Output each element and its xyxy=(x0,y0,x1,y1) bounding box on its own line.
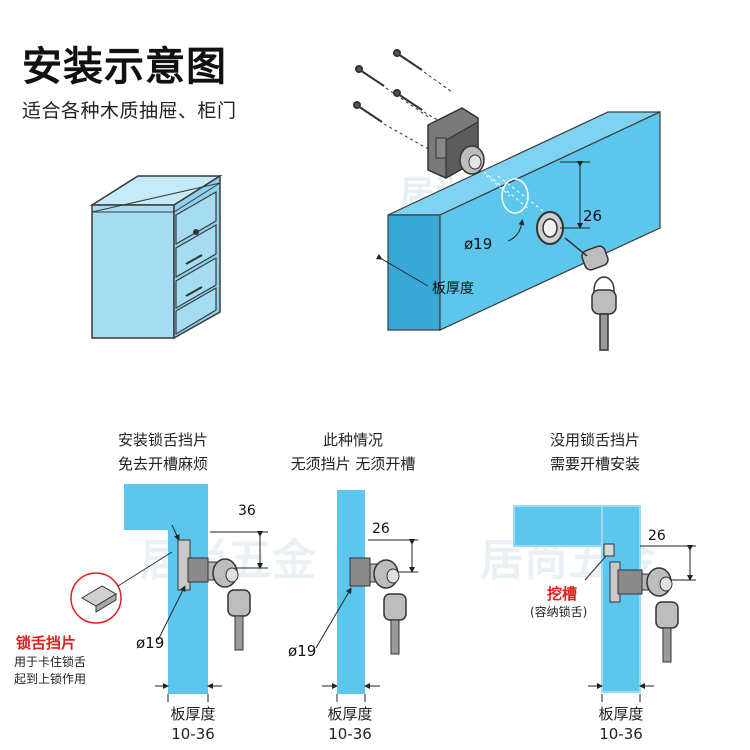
scenario-2-drawing xyxy=(315,490,418,702)
caption-line: 没用锁舌挡片 xyxy=(549,431,640,449)
note-line: 用于卡住锁舌 xyxy=(14,655,87,669)
caption-line: 免去开槽麻烦 xyxy=(117,455,208,473)
scenario-3-thickness: 板厚度 10-36 xyxy=(571,704,671,744)
strike-plate-note: 用于卡住锁舌 起到上锁作用 xyxy=(14,654,86,688)
key-icons xyxy=(564,237,617,351)
slot-label: 挖槽 xyxy=(547,585,578,603)
strike-plate-label: 锁舌挡片 xyxy=(16,634,77,652)
scenario-2-height: 26 xyxy=(372,521,390,537)
scenario-1-diameter: ø19 xyxy=(136,634,164,652)
lock-icon xyxy=(193,229,199,235)
scenario-1-thickness: 板厚度 10-36 xyxy=(143,704,243,744)
depth-label: 26 xyxy=(583,207,602,225)
scenario-3-height: 26 xyxy=(648,528,666,544)
thickness-range: 10-36 xyxy=(328,725,372,743)
dimension-depth xyxy=(560,161,590,229)
thickness-label: 板厚度 xyxy=(327,705,373,723)
slot-note: (容纳锁舌) xyxy=(530,605,588,619)
thickness-range: 10-36 xyxy=(171,725,215,743)
hole-diameter-label: ø19 xyxy=(464,235,492,253)
scenario-1-drawing xyxy=(70,484,268,702)
hole-icon xyxy=(501,178,529,214)
lock-body-icon xyxy=(427,107,511,197)
scenario-2-caption: 此种情况 无须挡片 无须开槽 xyxy=(268,428,438,476)
scenario-2-diameter: ø19 xyxy=(288,642,316,660)
page-subtitle: 适合各种木质抽屉、柜门 xyxy=(22,100,237,122)
thickness-label: 板厚度 xyxy=(598,705,644,723)
thickness-range: 10-36 xyxy=(599,725,643,743)
diameter-arrow xyxy=(507,219,525,242)
thickness-arrow xyxy=(375,253,429,287)
caption-line: 需要开槽安装 xyxy=(549,455,640,473)
board-thickness-label: 板厚度 xyxy=(432,281,474,297)
cabinet-illustration xyxy=(89,174,223,340)
scenario-3-drawing xyxy=(513,505,696,702)
note-line: 起到上锁作用 xyxy=(14,672,87,686)
scenario-2-thickness: 板厚度 10-36 xyxy=(300,704,400,744)
screw-icons xyxy=(353,49,459,151)
callout-line xyxy=(117,551,173,587)
scenario-3-caption: 没用锁舌挡片 需要开槽安装 xyxy=(520,428,670,476)
slot-icon xyxy=(603,543,615,557)
page-title: 安装示意图 xyxy=(22,44,227,90)
board-illustration xyxy=(387,111,661,331)
caption-line: 此种情况 xyxy=(322,431,383,449)
thickness-label: 板厚度 xyxy=(170,705,216,723)
caption-line: 无须挡片 无须开槽 xyxy=(290,455,416,473)
caption-line: 安装锁舌挡片 xyxy=(117,431,208,449)
scenario-1-caption: 安装锁舌挡片 免去开槽麻烦 xyxy=(88,428,238,476)
scenario-1-height: 36 xyxy=(238,503,256,519)
